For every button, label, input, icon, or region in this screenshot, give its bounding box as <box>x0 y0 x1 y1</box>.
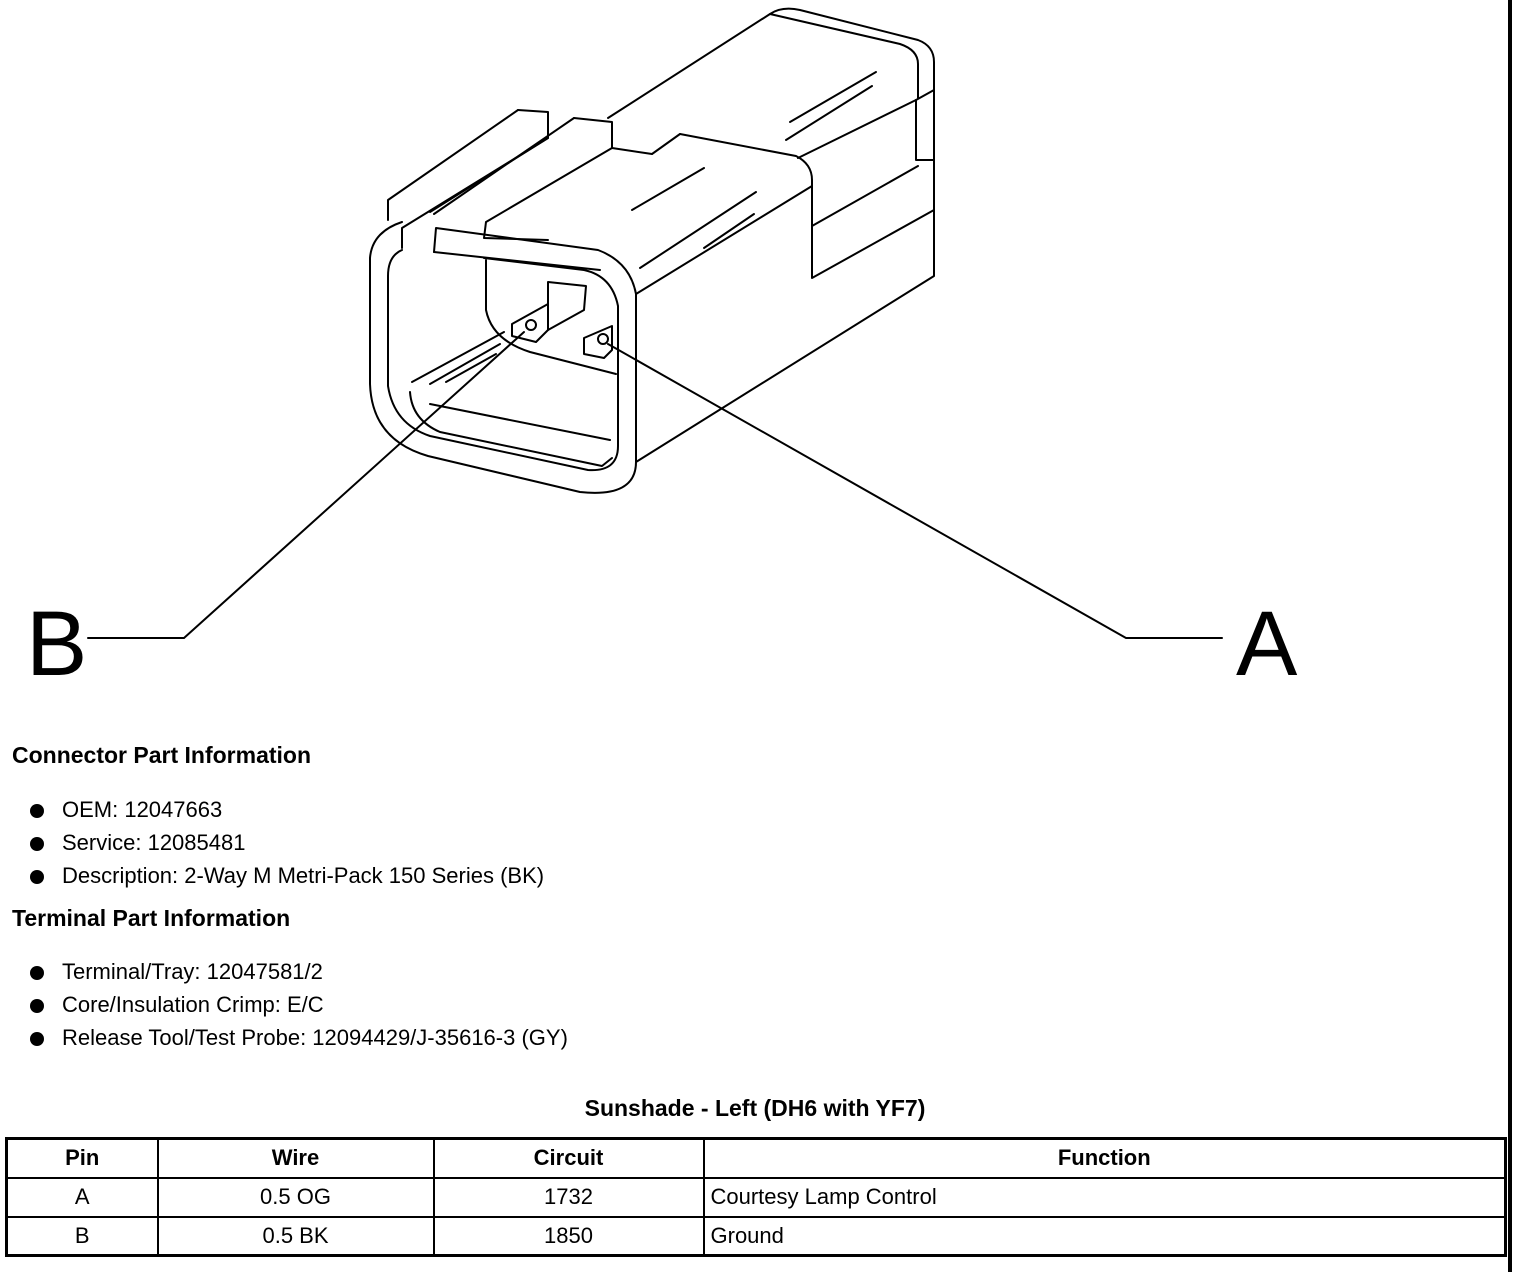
list-item: Terminal/Tray: 12047581/2 <box>28 958 568 991</box>
table-header-row: Pin Wire Circuit Function <box>5 1137 1507 1179</box>
terminal-release-tool: Release Tool/Test Probe: 12094429/J-3561… <box>62 1025 568 1050</box>
cell-pin: A <box>5 1176 159 1218</box>
cell-function: Courtesy Lamp Control <box>702 1176 1507 1218</box>
cell-wire: 0.5 OG <box>156 1176 435 1218</box>
list-item: Release Tool/Test Probe: 12094429/J-3561… <box>28 1024 568 1057</box>
connector-oem: OEM: 12047663 <box>62 797 223 822</box>
pin-label-a: A <box>1236 593 1297 695</box>
list-item: Service: 12085481 <box>28 829 544 862</box>
pin-label-b: B <box>26 593 87 695</box>
pinout-table: Pin Wire Circuit Function A 0.5 OG 1732 … <box>5 1137 1507 1257</box>
cell-circuit: 1732 <box>432 1176 705 1218</box>
list-item: OEM: 12047663 <box>28 796 544 829</box>
page-right-border <box>1508 0 1512 1272</box>
table-title: Sunshade - Left (DH6 with YF7) <box>584 1095 926 1121</box>
connector-info-heading: Connector Part Information <box>12 742 312 768</box>
terminal-crimp: Core/Insulation Crimp: E/C <box>62 992 324 1017</box>
terminal-info-list: Terminal/Tray: 12047581/2 Core/Insulatio… <box>28 958 568 1057</box>
cell-function: Ground <box>702 1215 1507 1257</box>
bullet-icon <box>30 870 44 884</box>
table-row: B 0.5 BK 1850 Ground <box>5 1215 1507 1257</box>
cell-circuit: 1850 <box>432 1215 705 1257</box>
cell-wire: 0.5 BK <box>156 1215 435 1257</box>
terminal-tray: Terminal/Tray: 12047581/2 <box>62 959 323 984</box>
table-row: A 0.5 OG 1732 Courtesy Lamp Control <box>5 1176 1507 1218</box>
bullet-icon <box>30 999 44 1013</box>
cell-pin: B <box>5 1215 159 1257</box>
header-function: Function <box>702 1137 1507 1179</box>
connector-description: Description: 2-Way M Metri-Pack 150 Seri… <box>62 863 545 888</box>
bullet-icon <box>30 966 44 980</box>
header-wire: Wire <box>156 1137 435 1179</box>
connector-service: Service: 12085481 <box>62 830 246 855</box>
header-circuit: Circuit <box>432 1137 705 1179</box>
list-item: Description: 2-Way M Metri-Pack 150 Seri… <box>28 862 544 895</box>
bullet-icon <box>30 837 44 851</box>
list-item: Core/Insulation Crimp: E/C <box>28 991 568 1024</box>
header-pin: Pin <box>5 1137 159 1179</box>
bullet-icon <box>30 1032 44 1046</box>
terminal-info-heading: Terminal Part Information <box>12 905 291 931</box>
connector-info-list: OEM: 12047663 Service: 12085481 Descript… <box>28 796 544 895</box>
bullet-icon <box>30 804 44 818</box>
connector-drawing <box>87 7 1223 639</box>
